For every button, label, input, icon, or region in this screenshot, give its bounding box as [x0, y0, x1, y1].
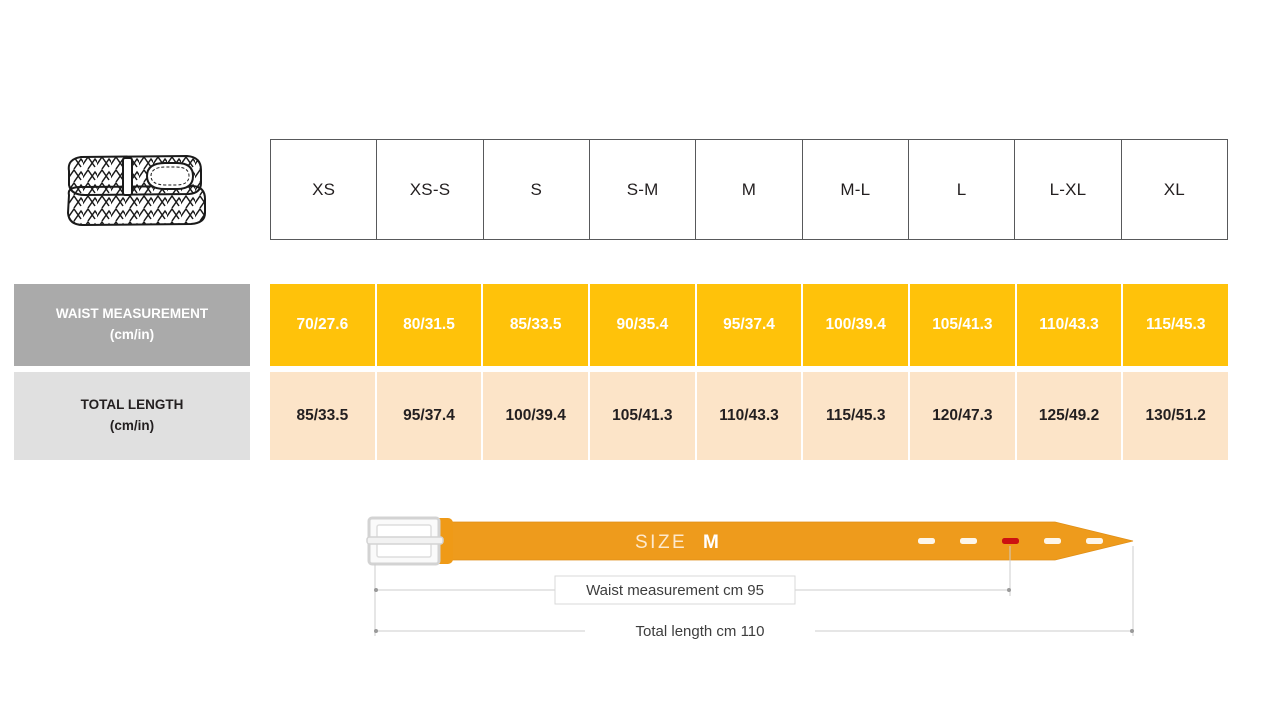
- size-header-cell: XS-S: [377, 140, 484, 239]
- waist-measurement-cell: 105/41.3: [910, 284, 1017, 366]
- total-length-cell: 105/41.3: [590, 372, 697, 460]
- belt-hole: [1044, 538, 1061, 544]
- total-length-cell: 85/33.5: [270, 372, 377, 460]
- belt-buckle: [366, 516, 444, 566]
- size-header-cell: M: [696, 140, 803, 239]
- size-header-cell: S: [484, 140, 590, 239]
- waist-measurement-cell: 115/45.3: [1145, 316, 1206, 333]
- waist-measurement-row: 70/27.6 80/31.5 85/33.5 90/35.4 95/37.4 …: [270, 284, 1228, 366]
- total-length-cell: 120/47.3: [910, 372, 1017, 460]
- total-length-cell: 110/43.3: [697, 372, 804, 460]
- dimension-extension-lines: [374, 546, 1134, 636]
- belt-hole: [918, 538, 935, 544]
- total-length-cell: 130/51.2: [1145, 407, 1206, 424]
- belt-hole: [960, 538, 977, 544]
- total-length-label-unit: (cm/in): [109, 418, 155, 433]
- waist-measurement-cell: 110/43.3: [1017, 284, 1124, 366]
- total-length-cell: 115/45.3: [803, 372, 911, 460]
- waist-measurement-cell: 95/37.4: [697, 284, 804, 366]
- belt-strap: [432, 521, 1134, 561]
- size-header-cell: L: [909, 140, 1016, 239]
- braided-belt-icon: [55, 143, 215, 241]
- length-caption-text: Total length cm 110: [636, 623, 765, 640]
- total-length-cell: 100/39.4: [483, 372, 591, 460]
- size-header-cell: M-L: [803, 140, 909, 239]
- total-length-cell: 95/37.4: [377, 372, 484, 460]
- belt-measurement-diagram: SIZE M Waist measurement cm 95 Total len…: [355, 500, 1155, 650]
- waist-measurement-cell: 70/27.6: [270, 284, 377, 366]
- belt-size-label: SIZE: [635, 532, 687, 553]
- waist-measurement-cell: 85/33.5: [483, 284, 591, 366]
- length-caption-box: [585, 618, 815, 644]
- waist-caption-text: Waist measurement cm 95: [586, 582, 764, 599]
- size-header-cell: XS: [271, 140, 378, 239]
- total-length-cell: 125/49.2: [1017, 372, 1124, 460]
- belt-holes: [918, 538, 1103, 544]
- waist-caption-box: [554, 575, 796, 605]
- total-length-row-label: TOTAL LENGTH (cm/in): [14, 372, 250, 460]
- total-length-row: 85/33.5 95/37.4 100/39.4 105/41.3 110/43…: [270, 372, 1228, 460]
- waist-measurement-cell: 80/31.5: [377, 284, 484, 366]
- belt-hole-highlighted: [1002, 538, 1019, 544]
- waist-measurement-label-unit: (cm/in): [109, 327, 155, 342]
- waist-measurement-cell: 90/35.4: [590, 284, 697, 366]
- total-length-label-text: TOTAL LENGTH: [80, 397, 184, 413]
- waist-measurement-label-text: WAIST MEASUREMENT: [55, 306, 209, 322]
- total-length-dimension-line: Total length cm 110: [374, 618, 1134, 644]
- size-header-cell: XL: [1163, 179, 1185, 199]
- size-header-table: XS XS-S S S-M M M-L L L-XL XL: [270, 139, 1228, 240]
- belt-size-value: M: [703, 532, 719, 553]
- waist-measurement-cell: 100/39.4: [803, 284, 911, 366]
- size-header-cell: L-XL: [1015, 140, 1122, 239]
- waist-dimension-line: Waist measurement cm 95: [374, 575, 1011, 605]
- waist-measurement-row-label: WAIST MEASUREMENT (cm/in): [14, 284, 250, 366]
- size-header-cell: S-M: [590, 140, 697, 239]
- belt-hole: [1086, 538, 1103, 544]
